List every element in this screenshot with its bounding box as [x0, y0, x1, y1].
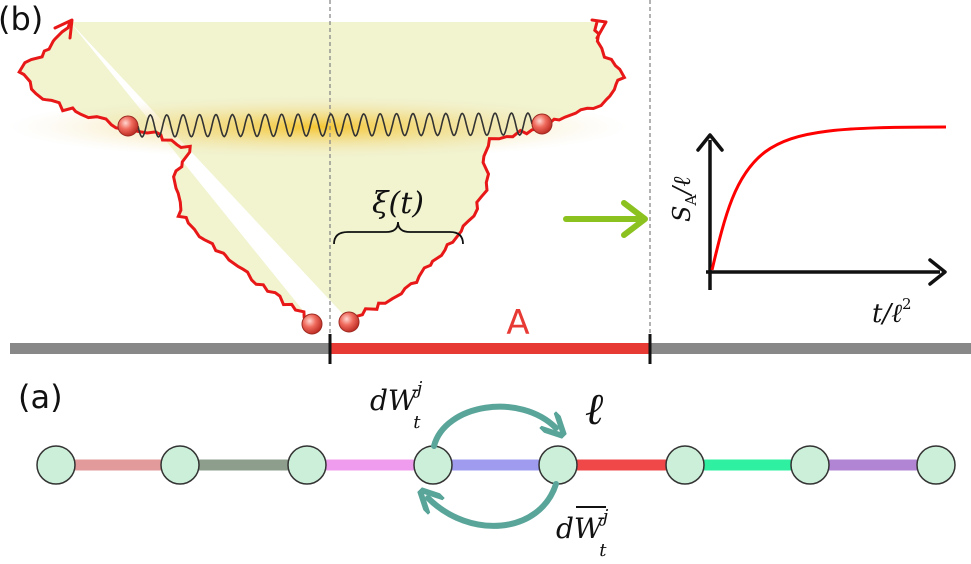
chain-nodes [36, 445, 956, 485]
chain-node [160, 445, 200, 485]
left-arrowhead [53, 18, 74, 40]
glow-band [8, 95, 628, 159]
right-arrowhead [590, 18, 608, 40]
spring [137, 112, 533, 138]
chain-node [665, 445, 705, 485]
panel-a-label: (a) [18, 378, 63, 416]
hop-arrow-bottom [428, 481, 559, 529]
light-cone [8, 18, 628, 326]
xi-label: ξ(t) [372, 186, 424, 221]
region-a-label: A [506, 303, 529, 343]
bottom-ball-left [301, 313, 323, 335]
panel-b-label: (b) [0, 0, 43, 38]
green-arrow [563, 200, 648, 238]
inset-x-label: t/ℓ2 [872, 295, 912, 329]
chain-node [413, 445, 453, 485]
region-a-bar [330, 343, 650, 354]
inset-plot: SA/ℓ t/ℓ2 [668, 125, 947, 329]
chain-node [36, 445, 76, 485]
chain-node [916, 445, 956, 485]
hop-arrow-top [431, 403, 556, 449]
chain-node [790, 445, 830, 485]
inset-y-label: SA/ℓ [668, 177, 700, 222]
chain-node [538, 445, 578, 485]
bottom-ball-right [338, 311, 360, 333]
cone-left-boundary [17, 21, 316, 326]
chain-node [287, 445, 327, 485]
xi-brace [333, 221, 464, 245]
spring-ball-left [117, 115, 139, 137]
inset-x-arrowhead [928, 258, 947, 286]
saturation-curve [710, 125, 947, 271]
cone-right-boundary [349, 21, 627, 324]
ell-label: ℓ [585, 384, 604, 435]
inset-y-arrowhead [696, 133, 724, 152]
cone-fill [19, 22, 625, 325]
spring-ball-right [531, 113, 553, 135]
